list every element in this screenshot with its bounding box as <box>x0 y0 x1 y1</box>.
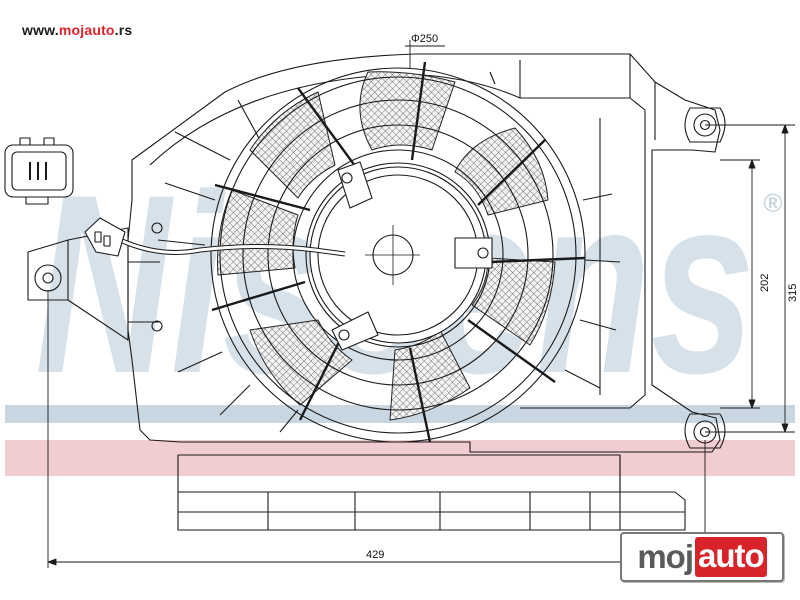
fan-blade <box>359 71 456 151</box>
watermark-band-pink <box>5 440 795 476</box>
fan-guard <box>210 67 586 443</box>
dim-height-total-label: 315 <box>787 284 799 302</box>
fan-blades <box>217 71 556 421</box>
fan-blade <box>454 127 549 216</box>
url-brand: mojauto <box>58 22 115 38</box>
url-suffix: .rs <box>114 22 133 38</box>
motor-tab-right <box>454 237 493 269</box>
connector-icon <box>4 137 74 205</box>
right-mount-upper <box>684 107 726 143</box>
guard-spokes <box>211 61 586 443</box>
shroud-outline <box>127 53 721 453</box>
screw-upper <box>151 222 163 234</box>
wire-harness-inner <box>119 238 346 256</box>
url-prefix: www. <box>22 22 59 38</box>
dim-height-inner-label: 202 <box>759 274 771 292</box>
site-url[interactable]: www.mojauto.rs <box>22 22 132 38</box>
screw-lower <box>151 320 163 332</box>
registered-mark: ® <box>763 188 783 218</box>
logo-part-moj: moj <box>637 538 694 575</box>
fan-blade <box>471 257 556 346</box>
dim-width-label: 429 <box>366 549 384 561</box>
harness-connector <box>84 217 126 257</box>
logo-part-auto: auto <box>695 537 767 577</box>
lower-support-bar <box>177 454 686 531</box>
shroud-ribs <box>157 71 621 433</box>
left-mount-hole <box>42 272 54 284</box>
dim-diameter-label: Φ250 <box>411 33 438 45</box>
fan-blade <box>249 91 336 199</box>
right-mount-lower <box>684 413 726 449</box>
fan-blade <box>249 319 353 406</box>
